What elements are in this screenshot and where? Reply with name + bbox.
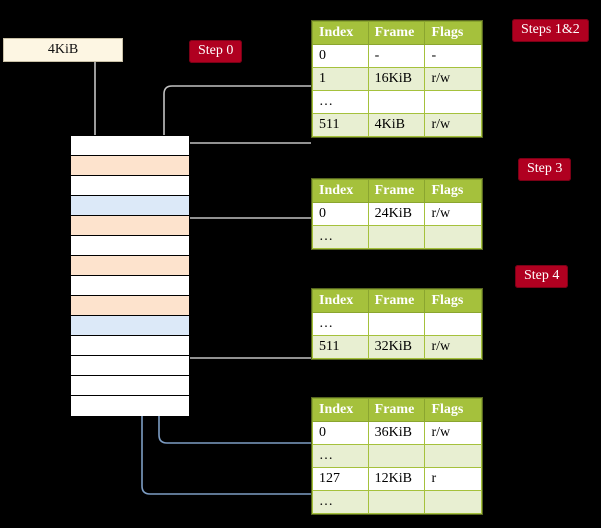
memory-frame-row	[71, 376, 189, 396]
column-header-index: Index	[312, 179, 369, 203]
table-cell	[367, 90, 426, 114]
table-cell: r/w	[424, 421, 482, 445]
table-cell: 4KiB	[367, 113, 426, 137]
step-badge-steps-1-2: Steps 1&2	[512, 19, 589, 42]
table-cell: 32KiB	[367, 335, 426, 359]
memory-frame-row	[71, 356, 189, 376]
column-header-index: Index	[312, 398, 369, 422]
table-cell	[424, 444, 482, 468]
table-cell: 16KiB	[367, 67, 426, 91]
virtual-page-box: 4KiB	[3, 38, 123, 62]
table-cell: 1	[312, 67, 369, 91]
table-cell	[367, 312, 426, 336]
table-cell: …	[312, 312, 369, 336]
table-cell: 127	[312, 467, 369, 491]
memory-frame-row	[71, 316, 189, 336]
table-cell: -	[367, 44, 426, 68]
table-cell: …	[312, 444, 369, 468]
virtual-page-label: 4KiB	[47, 42, 79, 57]
memory-frame-row	[71, 136, 189, 156]
step-badge-step-4: Step 4	[515, 265, 569, 288]
table-cell: r/w	[424, 202, 482, 226]
table-row: …	[312, 312, 482, 336]
memory-frame-row	[71, 396, 189, 416]
table-cell: 0	[312, 202, 369, 226]
column-header-index: Index	[312, 21, 369, 45]
table-cell	[424, 90, 482, 114]
memory-frame-row	[71, 216, 189, 236]
table-cell: r/w	[424, 335, 482, 359]
table-cell: 511	[312, 335, 369, 359]
table-row: …	[312, 90, 482, 114]
memory-frame-row	[71, 176, 189, 196]
memory-frame-row	[71, 156, 189, 176]
column-header-frame: Frame	[367, 398, 426, 422]
memory-frame-row	[71, 196, 189, 216]
column-header-flags: Flags	[424, 289, 482, 313]
table-cell: 511	[312, 113, 369, 137]
table-row: …	[312, 490, 482, 514]
column-header-frame: Frame	[367, 21, 426, 45]
table-cell: …	[312, 90, 369, 114]
column-header-frame: Frame	[367, 289, 426, 313]
physical-memory-column	[70, 135, 190, 416]
memory-frame-row	[71, 256, 189, 276]
table-row: …	[312, 444, 482, 468]
table-cell: 0	[312, 44, 369, 68]
table-cell	[367, 225, 426, 249]
table-cell	[424, 225, 482, 249]
table-cell: 0	[312, 421, 369, 445]
table-cell	[367, 444, 426, 468]
table-row: …	[312, 225, 482, 249]
table-cell: 24KiB	[367, 202, 426, 226]
table-cell: 12KiB	[367, 467, 426, 491]
column-header-flags: Flags	[424, 21, 482, 45]
table-cell: …	[312, 490, 369, 514]
column-header-flags: Flags	[424, 179, 482, 203]
step-badge-step-0: Step 0	[189, 40, 243, 63]
memory-frame-row	[71, 276, 189, 296]
table-cell	[367, 490, 426, 514]
table-cell	[424, 312, 482, 336]
table-cell: -	[424, 44, 482, 68]
step-badge-step-3: Step 3	[518, 158, 572, 181]
column-header-index: Index	[312, 289, 369, 313]
table-cell: r	[424, 467, 482, 491]
column-header-frame: Frame	[367, 179, 426, 203]
table-cell: …	[312, 225, 369, 249]
table-cell: r/w	[424, 67, 482, 91]
table-row: 0--	[312, 44, 482, 68]
memory-frame-row	[71, 336, 189, 356]
table-cell: r/w	[424, 113, 482, 137]
memory-frame-row	[71, 296, 189, 316]
memory-frame-row	[71, 236, 189, 256]
column-header-flags: Flags	[424, 398, 482, 422]
table-cell	[424, 490, 482, 514]
table-cell: 36KiB	[367, 421, 426, 445]
